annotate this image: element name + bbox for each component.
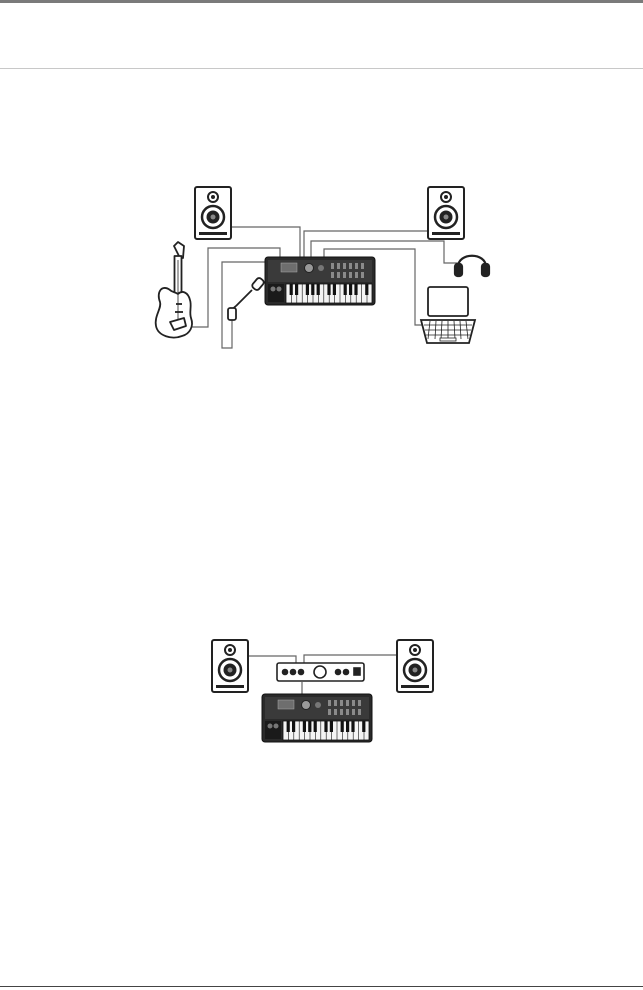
laptop-icon — [419, 286, 477, 344]
top-bar — [0, 0, 643, 3]
guitar-icon — [154, 241, 193, 339]
footer-rule — [0, 986, 643, 987]
amplifier-setup-diagram — [248, 654, 398, 694]
cable-amp-speaker-right — [303, 654, 398, 664]
cable-speaker-left — [231, 226, 301, 258]
cable-guitar — [186, 247, 281, 328]
synthesizer-icon — [261, 693, 373, 743]
headphones-icon — [453, 254, 491, 278]
header-rule — [0, 68, 643, 69]
cable-speaker-right — [303, 230, 434, 258]
cable-headphones — [310, 240, 460, 264]
cable-microphone — [221, 261, 268, 349]
speaker-right-icon — [395, 638, 435, 694]
studio-setup-diagram — [186, 226, 460, 349]
microphone-icon — [227, 277, 265, 321]
amplifier-icon — [276, 662, 365, 682]
cable-laptop — [323, 248, 423, 326]
cable-amp-speaker-left — [248, 655, 297, 664]
speaker-right-icon — [426, 185, 466, 241]
synthesizer-icon — [264, 256, 376, 306]
speaker-left-icon — [210, 638, 250, 694]
speaker-left-icon — [193, 185, 233, 241]
